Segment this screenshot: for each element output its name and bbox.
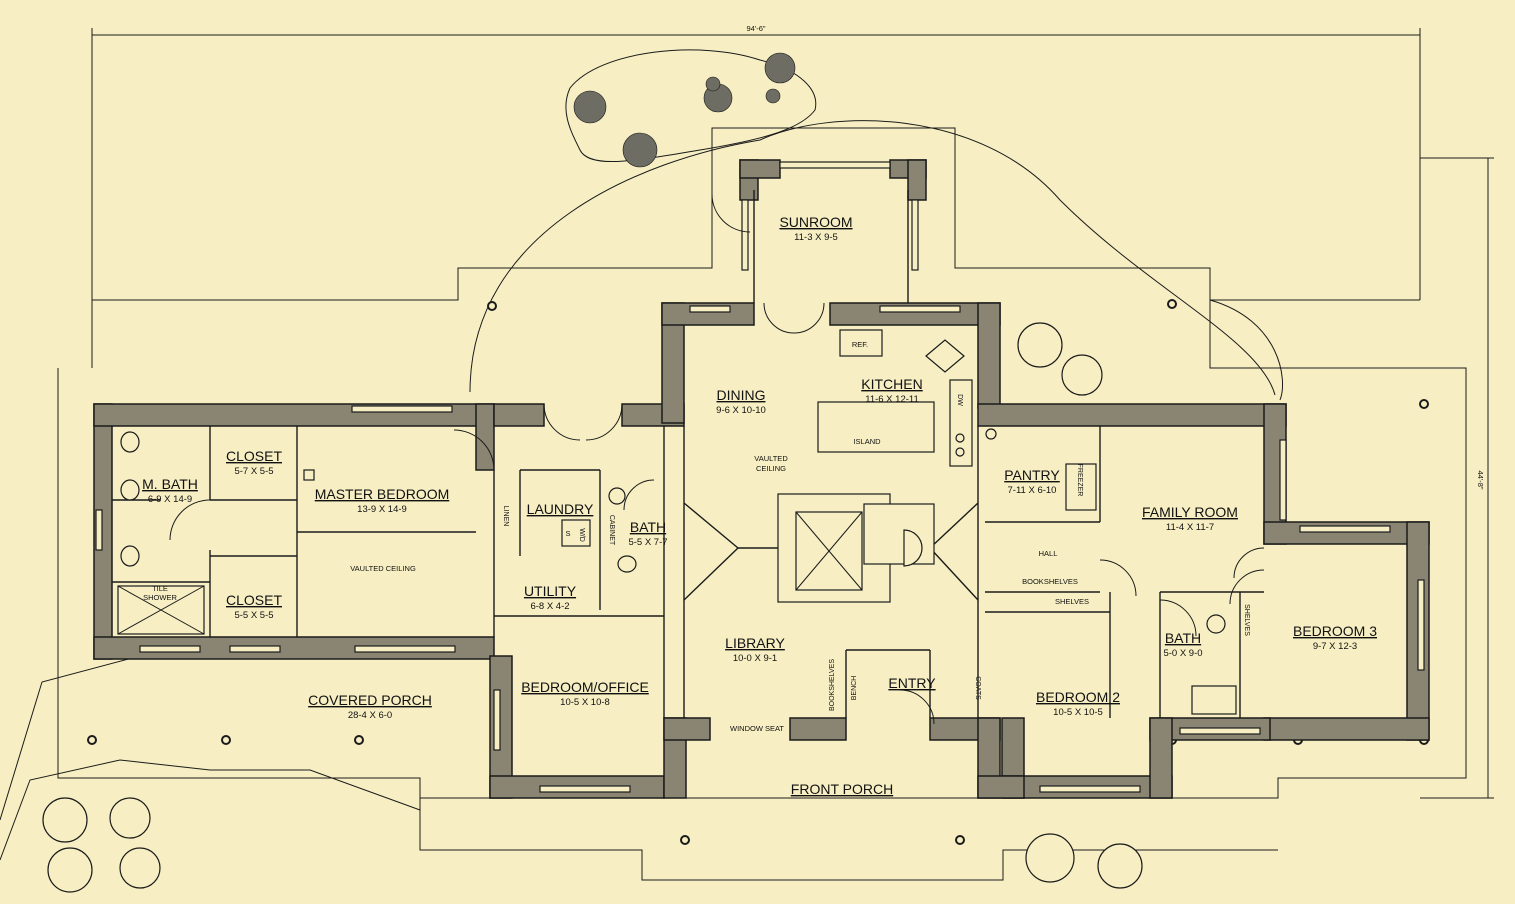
room-sunroom: SUNROOM [779,214,852,230]
room-covered-porch: COVERED PORCH [308,692,432,708]
label-vaulted-1: VAULTED [754,454,788,463]
room-labels: SUNROOM 11-3 X 9-5 DINING 9-6 X 10-10 KI… [142,214,1377,797]
room-pantry-size: 7-11 X 6-10 [1008,485,1057,496]
room-utility-size: 6-8 X 4-2 [530,601,569,612]
room-master-bedroom-size: 13-9 X 14-9 [357,504,407,515]
label-linen: LINEN [502,506,509,527]
overall-width-dim: 94'-6" [746,24,765,33]
fixtures [117,329,1237,715]
label-bench: BENCH [851,676,858,701]
room-sunroom-size: 11-3 X 9-5 [794,232,838,243]
room-bedroom-3-size: 9-7 X 12-3 [1313,641,1357,652]
room-laundry: LAUNDRY [527,501,594,517]
label-window-seat: WINDOW SEAT [730,724,784,733]
room-library: LIBRARY [725,635,785,651]
label-shelves-bath: SHELVES [1243,604,1250,636]
dimension-lines: 94'-6" 44'-8" [91,24,1494,799]
kitchen-island [817,401,935,453]
room-master-bath: M. BATH [142,476,198,492]
roof-outline [0,49,1467,881]
label-bookshelves-entry: BOOKSHELVES [829,659,836,711]
label-coats: COATS [974,676,981,700]
room-bath-2: BATH [1165,630,1201,646]
room-kitchen-size: 11-6 X 12-11 [865,394,919,405]
landscape-trees [42,52,1143,893]
room-dining-size: 9-6 X 10-10 [716,405,766,416]
room-family-room: FAMILY ROOM [1142,504,1238,520]
label-vaulted-master: VAULTED CEILING [350,564,416,573]
label-cabinet: CABINET [608,515,615,546]
label-tile: TILE [152,584,168,593]
label-shelves-hall: SHELVES [1055,597,1089,606]
room-bath-1-size: 5-5 X 7-7 [628,537,667,548]
room-master-bedroom: MASTER BEDROOM [315,486,450,502]
label-wd: W/D [578,528,585,542]
central-fireplace [777,493,935,603]
label-vaulted-2: CEILING [756,464,786,473]
label-sink: S [565,529,570,538]
label-hall: HALL [1039,549,1058,558]
room-library-size: 10-0 X 9-1 [733,653,777,664]
windows [95,161,1425,793]
room-bath-1: BATH [630,519,666,535]
room-bedroom-office-size: 10-5 X 10-8 [560,697,610,708]
room-bedroom-3: BEDROOM 3 [1293,623,1377,639]
doors [169,193,1265,725]
room-kitchen: KITCHEN [861,376,922,392]
room-closet-2-size: 5-5 X 5-5 [234,610,273,621]
label-island: ISLAND [853,437,881,446]
label-shower: SHOWER [143,593,177,602]
room-master-bath-size: 6-9 X 14-9 [148,494,192,505]
room-bath-2-size: 5-0 X 9-0 [1163,648,1202,659]
room-covered-porch-size: 28-4 X 6-0 [348,710,392,721]
overall-depth-dim: 44'-8" [1476,470,1485,489]
room-family-room-size: 11-4 X 11-7 [1166,522,1214,533]
room-closet-1: CLOSET [226,448,282,464]
porch-posts [87,299,1429,845]
room-bedroom-office: BEDROOM/OFFICE [521,679,649,695]
exterior-walls [93,159,1430,799]
label-bookshelves: BOOKSHELVES [1022,577,1078,586]
room-closet-2: CLOSET [226,592,282,608]
room-entry: ENTRY [888,675,936,691]
room-bedroom-2-size: 10-5 X 10-5 [1053,707,1103,718]
refrigerator [839,329,883,357]
label-ref: REF. [852,340,868,349]
room-utility: UTILITY [524,583,577,599]
room-bedroom-2: BEDROOM 2 [1036,689,1120,705]
fixture-labels: REF. ISLAND DW VAULTED CEILING VAULTED C… [143,340,1250,733]
room-front-porch: FRONT PORCH [791,781,893,797]
room-closet-1-size: 5-7 X 5-5 [234,466,273,477]
label-dw: DW [956,394,963,406]
room-pantry: PANTRY [1004,467,1060,483]
room-dining: DINING [717,387,766,403]
label-freezer: FREEZER [1076,464,1083,497]
interior-walls [112,190,1264,718]
